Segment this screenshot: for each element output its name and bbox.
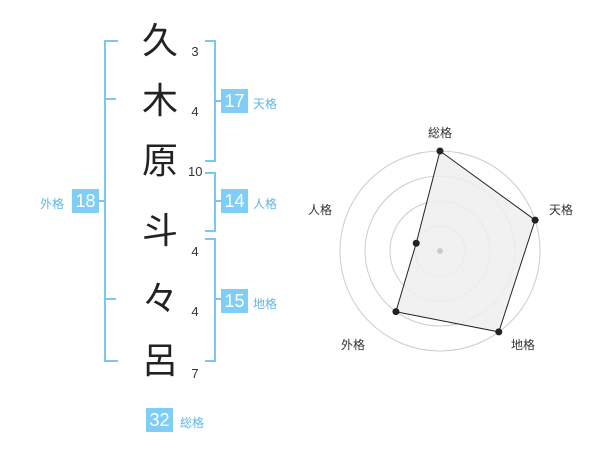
name-char-5: 々 [141,279,178,320]
radar-point-4 [392,308,400,316]
gaikaku-bracket [104,40,118,362]
chikaku-value-badge: 15 [221,289,248,313]
radar-label-tenkaku: 天格 [549,203,574,217]
radar-point-2 [531,216,539,224]
radar-label-chikaku: 地格 [511,338,536,352]
tenkaku-value-badge: 17 [221,89,248,113]
gaikaku-tick-top [104,98,116,100]
name-char-2: 木 [141,81,178,122]
radar-grid-ring-2 [389,200,491,302]
radar-label-gaikaku: 外格 [341,338,366,352]
name-char-3: 原 [141,141,178,182]
jinkaku-connector [214,200,222,202]
soukaku-label: 総格 [180,416,205,430]
soukaku-value-badge: 32 [146,408,173,432]
chikaku-bracket [205,238,216,362]
jinkaku-value-badge: 14 [221,189,248,213]
gaikaku-tick-bottom [104,298,116,300]
stroke-count-1: 3 [191,44,199,59]
radar-point-1 [436,147,444,155]
radar-grid-ring-3 [364,175,516,327]
stroke-count-3: 10 [188,164,203,179]
gaikaku-label: 外格 [40,197,65,211]
name-char-6: 呂 [141,341,178,382]
tenkaku-connector [214,100,222,102]
radar-point-5 [412,239,420,247]
stroke-count-5: 4 [191,304,199,319]
name-char-4: 斗 [141,211,178,252]
gaikaku-connector [99,200,105,202]
jinkaku-bracket [205,172,216,232]
name-char-1: 久 [141,21,178,62]
radar-label-soukaku: 総格 [428,126,453,140]
tenkaku-label: 天格 [253,97,278,111]
radar-grid-ring-4 [339,150,541,352]
radar-value-polygon [395,150,536,333]
chikaku-label: 地格 [253,297,278,311]
radar-label-jinkaku: 人格 [308,203,333,217]
radar-center-dot [437,248,443,254]
radar-grid-ring-1 [414,225,466,277]
stroke-count-4: 4 [191,244,199,259]
jinkaku-label: 人格 [253,197,278,211]
stroke-count-2: 4 [191,104,199,119]
gaikaku-value-badge: 18 [72,189,99,213]
radar-point-3 [495,328,503,336]
stroke-count-6: 7 [191,366,199,381]
chikaku-connector [214,298,222,300]
